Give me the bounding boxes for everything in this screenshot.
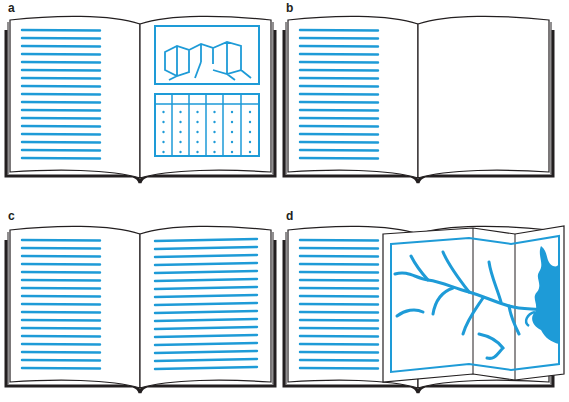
panel-letter: b [286,2,293,14]
panel-letter: d [286,210,293,222]
panel-letter: a [8,2,15,14]
book-a [6,16,275,183]
panel-letter: c [8,210,15,222]
book-b [284,16,553,183]
book-c [6,226,275,393]
book-d [284,226,564,393]
